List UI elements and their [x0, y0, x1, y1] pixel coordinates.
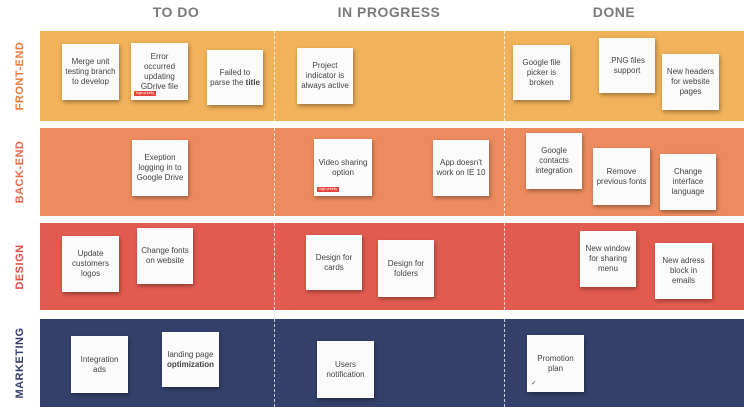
card[interactable]: Google file picker is broken	[513, 45, 570, 100]
column-divider	[274, 31, 275, 121]
priority-tag: high priority	[317, 187, 340, 192]
lane-front-end: FRONT-END Merge unit testing branch to d…	[0, 31, 744, 121]
column-divider	[504, 128, 505, 216]
lane-area	[40, 319, 744, 407]
checkmark-icon: ✓	[531, 380, 537, 387]
card[interactable]: landing page optimization	[162, 332, 219, 387]
lane-title: FRONT-END	[14, 41, 26, 111]
lane-label-front-end: FRONT-END	[0, 31, 40, 121]
card[interactable]: Design for folders	[378, 240, 434, 297]
card[interactable]: Users notification	[317, 341, 374, 398]
lane-title: DESIGN	[14, 243, 26, 290]
lane-design: DESIGN Update customers logos Change fon…	[0, 223, 744, 310]
lane-title: MARKETING	[14, 327, 26, 399]
card[interactable]: New adress block in emails	[655, 243, 712, 299]
column-header-todo: TO DO	[152, 4, 200, 20]
column-divider	[274, 319, 275, 407]
column-divider	[504, 31, 505, 121]
card[interactable]: .PNG files support	[599, 38, 655, 93]
card[interactable]: New headers for website pages	[662, 54, 719, 110]
lane-label-design: DESIGN	[0, 223, 40, 310]
card[interactable]: Change fonts on website	[137, 228, 193, 284]
column-header-done: DONE	[592, 4, 636, 20]
card[interactable]: Update customers logos	[62, 236, 119, 292]
card[interactable]: Merge unit testing branch to develop	[62, 44, 119, 100]
card[interactable]: Google contacts integration	[526, 133, 582, 189]
card[interactable]: Failed to parse the title	[207, 50, 263, 105]
card[interactable]: Change interface language	[660, 154, 716, 210]
priority-tag: high priority	[134, 91, 157, 96]
card[interactable]: Exeption logging in to Google Drive	[132, 140, 188, 196]
lane-label-marketing: MARKETING	[0, 319, 40, 407]
card[interactable]: Promotion plan✓	[527, 335, 584, 392]
card[interactable]: Remove previous fonts	[593, 148, 650, 205]
card[interactable]: Design for cards	[306, 235, 362, 290]
column-divider	[274, 223, 275, 310]
card[interactable]: App doesn't work on IE 10	[433, 140, 489, 196]
card[interactable]: Project indicator is always active	[297, 48, 353, 104]
card[interactable]: New window for sharing menu	[580, 231, 636, 287]
card[interactable]: Integration ads	[71, 336, 128, 393]
column-divider	[504, 319, 505, 407]
lane-marketing: MARKETING Integration ads landing page o…	[0, 319, 744, 407]
lane-title: BACK-END	[14, 140, 26, 204]
lane-back-end: BACK-END Exeption logging in to Google D…	[0, 128, 744, 216]
lane-label-back-end: BACK-END	[0, 128, 40, 216]
column-header-in-progress: IN PROGRESS	[337, 4, 441, 20]
column-divider	[504, 223, 505, 310]
column-divider	[274, 128, 275, 216]
